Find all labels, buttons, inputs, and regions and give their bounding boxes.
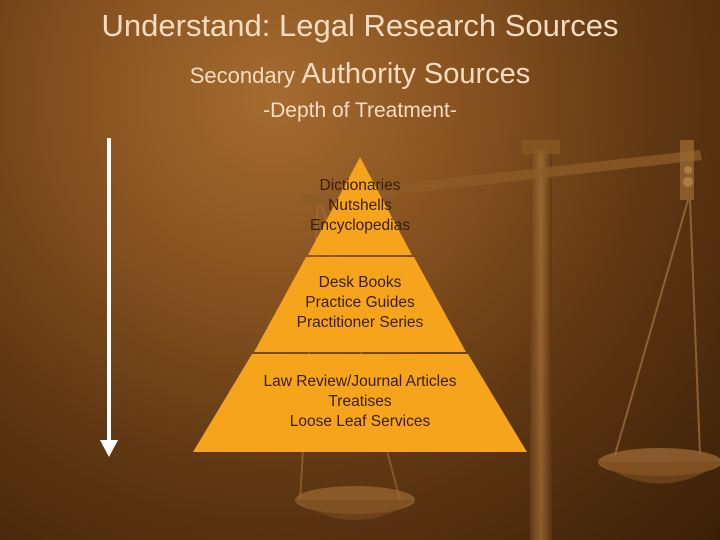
slide-title-line-2: Secondary Authority Sources: [0, 58, 720, 91]
tier-2-item: Practitioner Series: [296, 314, 424, 331]
tier-2-item: Practice Guides: [305, 294, 415, 311]
pyramid-tier-1: [308, 157, 412, 255]
title-word-secondary: Secondary: [189, 63, 295, 88]
tier-3-item: Treatises: [328, 393, 392, 410]
tier-1-item: Encyclopedias: [310, 217, 410, 234]
pyramid-tier-3: [193, 354, 527, 452]
slide-subtitle: -Depth of Treatment-: [263, 99, 457, 122]
tier-3-item: Loose Leaf Services: [289, 413, 431, 430]
tier-1-item: Nutshells: [328, 197, 392, 214]
slide-title: Understand: Legal Research Sources: [101, 8, 619, 43]
title-rest: Authority Sources: [301, 58, 531, 90]
pyramid-tier-2-text: Desk Books Practice Guides Practitioner …: [200, 273, 520, 333]
pyramid-tier-3-text: Law Review/Journal Articles Treatises Lo…: [200, 372, 520, 432]
tier-2-item: Desk Books: [318, 274, 402, 291]
tier-1-item: Dictionaries: [319, 177, 401, 194]
pyramid-tier-2: [254, 257, 466, 352]
pyramid-tier-1-text: Dictionaries Nutshells Encyclopedias: [200, 176, 520, 236]
tier-3-item: Law Review/Journal Articles: [263, 373, 457, 390]
